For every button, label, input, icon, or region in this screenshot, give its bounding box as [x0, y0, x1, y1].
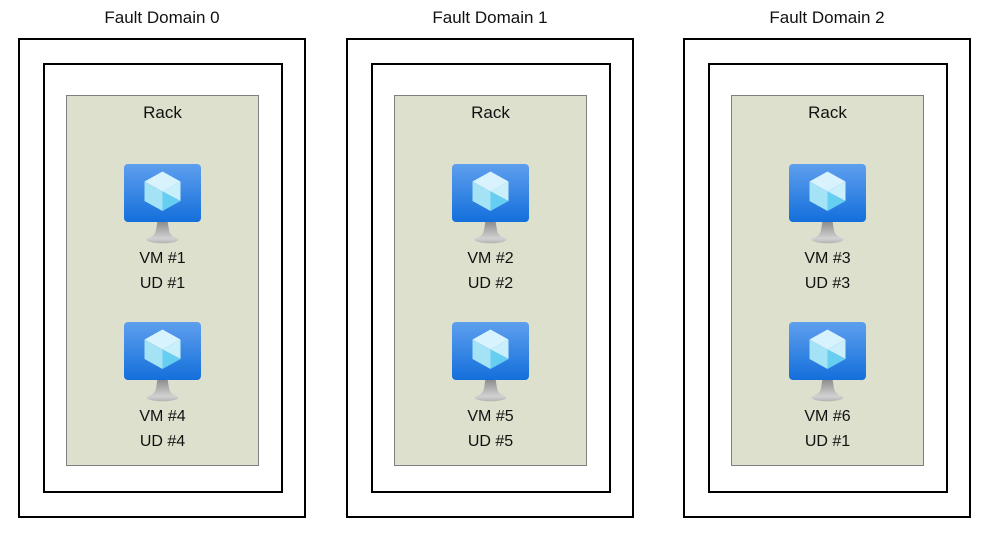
vm-label: VM #1	[139, 250, 186, 267]
ud-label: UD #4	[139, 433, 186, 450]
vm-unit: VM #5 UD #5	[395, 322, 586, 454]
fault-domain-inner-box: Rack VM #2 UD #2 VM #5 UD #5	[371, 63, 611, 493]
ud-label: UD #2	[467, 275, 514, 292]
vm-unit: VM #2 UD #2	[395, 164, 586, 296]
rack: Rack VM #1 UD #1 VM #4 UD #4	[66, 95, 259, 466]
vm-label: VM #2	[467, 250, 514, 267]
virtual-machine-icon	[452, 164, 529, 244]
rack: Rack VM #2 UD #2 VM #5 UD #5	[394, 95, 587, 466]
ud-label: UD #5	[467, 433, 514, 450]
virtual-machine-icon	[789, 322, 866, 402]
fault-domain-outer-box: Rack VM #1 UD #1 VM #4 UD #4	[18, 38, 306, 518]
fault-domain-2: Fault Domain 2 Rack VM #3 UD #3 VM #6 UD…	[683, 0, 971, 533]
virtual-machine-icon	[789, 164, 866, 244]
fault-domain-title: Fault Domain 0	[104, 8, 220, 27]
rack-label: Rack	[143, 103, 182, 122]
rack-label: Rack	[471, 103, 510, 122]
fault-domain-0: Fault Domain 0 Rack VM #1 UD #1 VM #4 UD…	[18, 0, 306, 533]
ud-label: UD #3	[804, 275, 851, 292]
rack-label: Rack	[808, 103, 847, 122]
vm-label: VM #4	[139, 408, 186, 425]
rack: Rack VM #3 UD #3 VM #6 UD #1	[731, 95, 924, 466]
fault-domain-outer-box: Rack VM #3 UD #3 VM #6 UD #1	[683, 38, 971, 518]
virtual-machine-icon	[124, 164, 201, 244]
virtual-machine-icon	[124, 322, 201, 402]
fault-domain-outer-box: Rack VM #2 UD #2 VM #5 UD #5	[346, 38, 634, 518]
fault-domain-title: Fault Domain 1	[432, 8, 548, 27]
fault-domain-inner-box: Rack VM #1 UD #1 VM #4 UD #4	[43, 63, 283, 493]
vm-label: VM #6	[804, 408, 851, 425]
vm-unit: VM #1 UD #1	[67, 164, 258, 296]
ud-label: UD #1	[139, 275, 186, 292]
vm-unit: VM #3 UD #3	[732, 164, 923, 296]
ud-label: UD #1	[804, 433, 851, 450]
vm-label: VM #5	[467, 408, 514, 425]
fault-domain-title: Fault Domain 2	[769, 8, 885, 27]
virtual-machine-icon	[452, 322, 529, 402]
fault-domain-inner-box: Rack VM #3 UD #3 VM #6 UD #1	[708, 63, 948, 493]
vm-label: VM #3	[804, 250, 851, 267]
fault-domain-1: Fault Domain 1 Rack VM #2 UD #2 VM #5 UD…	[346, 0, 634, 533]
vm-unit: VM #6 UD #1	[732, 322, 923, 454]
vm-unit: VM #4 UD #4	[67, 322, 258, 454]
